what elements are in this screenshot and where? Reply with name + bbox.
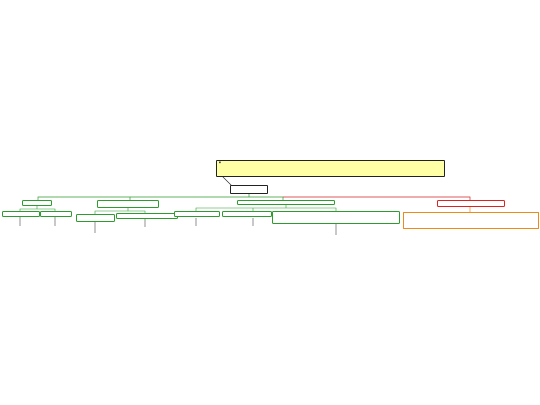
branch-node-3[interactable] (237, 200, 335, 205)
branch-node-1b[interactable] (40, 211, 72, 217)
leaf-node-1[interactable] (4, 227, 38, 229)
root-node-line (232, 192, 265, 195)
branch-node-1a[interactable] (2, 211, 40, 217)
b1-children-line (19, 208, 56, 211)
leaf-node-3[interactable] (82, 234, 108, 238)
b2-children-line (94, 210, 146, 214)
leaf-node-7[interactable] (324, 236, 348, 240)
green-trunk-line (37, 196, 284, 200)
branch-node-2[interactable] (97, 200, 159, 208)
leaf-node-2[interactable] (45, 227, 65, 229)
branch-node-label (78, 215, 102, 218)
red-trunk-line (283, 196, 471, 200)
branch-node-label (224, 212, 246, 215)
branch-node-label (405, 213, 497, 216)
branch-node-label (42, 212, 62, 215)
note-line (219, 172, 442, 175)
branch-node-2a[interactable] (76, 214, 115, 222)
branch-node-label (274, 212, 355, 215)
note-line: ■ (219, 162, 251, 164)
branch-node-label (118, 214, 151, 217)
branch-node-1[interactable] (22, 200, 52, 206)
branch-node-label (176, 212, 194, 215)
branch-node-3b[interactable] (222, 211, 272, 217)
branch-node-label (439, 201, 476, 204)
branch-node-4a[interactable] (403, 212, 539, 229)
branch-node-3a[interactable] (174, 211, 220, 217)
branch-node-4[interactable] (437, 200, 505, 207)
branch-node-label (239, 201, 316, 204)
branch-node-label (4, 212, 22, 215)
root-node[interactable] (230, 185, 268, 194)
leaf-node-4[interactable] (135, 228, 155, 230)
note-box[interactable]: ■ (216, 160, 445, 177)
leaf-node-5[interactable] (186, 227, 206, 229)
branch-node-label (24, 201, 37, 204)
branch-node-3c[interactable] (272, 211, 400, 224)
b3-children-line (195, 207, 337, 211)
branch-node-label (99, 201, 127, 204)
leaf-node-6[interactable] (236, 227, 270, 229)
branch-node-2b[interactable] (116, 213, 178, 219)
